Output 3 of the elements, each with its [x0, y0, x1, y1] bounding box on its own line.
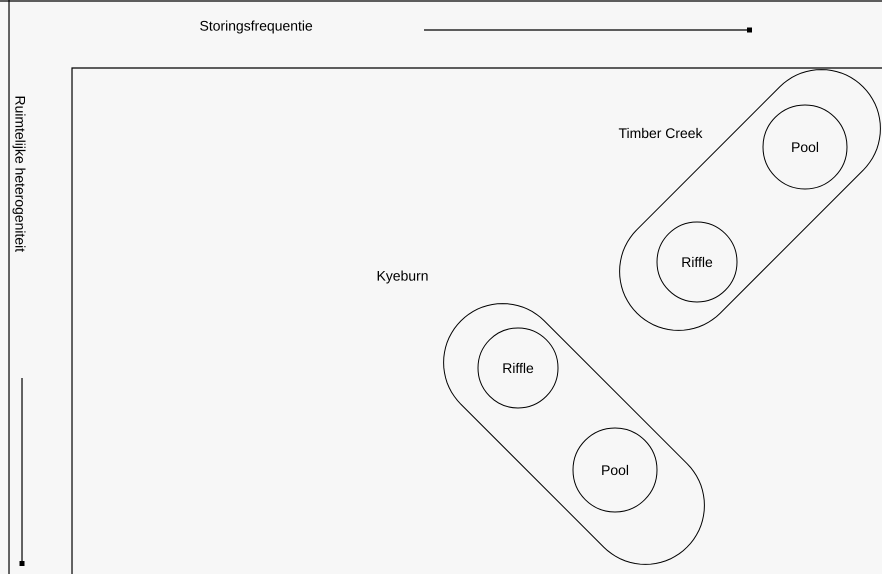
axis-label: Storingsfrequentie — [200, 20, 312, 34]
node-label: Kyeburn — [378, 270, 428, 284]
axis-label: Ruimtelijke heterogeniteit — [12, 96, 26, 252]
